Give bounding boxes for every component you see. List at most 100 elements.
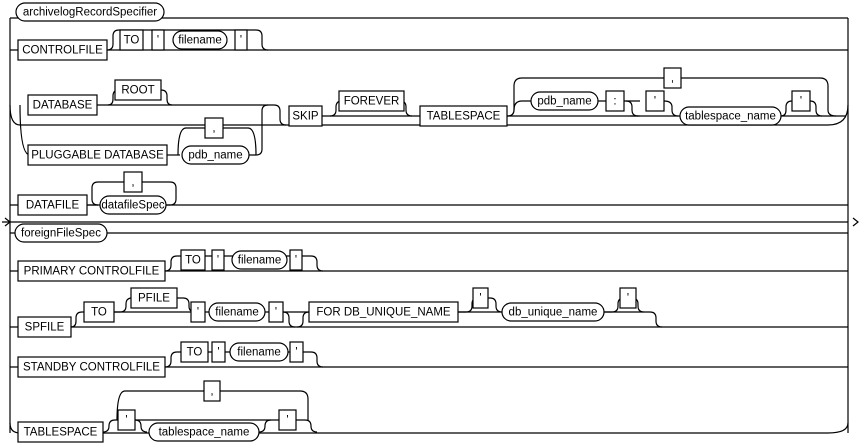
keyword-to: TO [180, 249, 206, 271]
keyword-box [278, 409, 297, 431]
keyword-box [645, 90, 665, 112]
keyword-to: TO [83, 301, 115, 323]
nonterminal-filename: filename [208, 302, 266, 322]
node-label: , [210, 386, 213, 398]
node-label: filename [215, 307, 258, 319]
node-label: DATAFILE [26, 200, 80, 212]
connector-line [663, 100, 679, 117]
node-label: ROOT [121, 85, 154, 97]
nonterminal-pdb-name: pdb_name [181, 145, 250, 165]
node-label: PFILE [138, 293, 170, 305]
connector-line [282, 311, 296, 328]
nonterminal-filename: filename [231, 250, 288, 270]
diagram-nodes: archivelogRecordSpecifierCONTROLFILETO'f… [14, 2, 811, 443]
keyword-box [151, 29, 165, 51]
keyword-quote: ' [211, 249, 225, 271]
node-label: filename [237, 347, 280, 359]
keyword-comma: , [203, 380, 221, 402]
keyword-box [204, 117, 224, 139]
keyword-box [472, 287, 489, 309]
node-label: datafileSpec [101, 200, 165, 212]
keyword-box [619, 287, 637, 309]
keyword-box [27, 144, 168, 166]
node-label: filename [238, 255, 281, 267]
nonterminal-box [231, 250, 288, 270]
keyword-to: TO [180, 341, 209, 363]
node-label: tablespace_name [685, 111, 776, 123]
nonterminal-foreignfilespec: foreignFileSpec [14, 223, 108, 243]
node-label: ' [125, 415, 127, 427]
keyword-comma: , [204, 117, 224, 139]
node-label: FOR DB_UNIQUE_NAME [316, 307, 451, 319]
keyword-database: DATABASE [27, 94, 98, 116]
keyword-box [289, 249, 303, 271]
keyword-root: ROOT [114, 79, 162, 101]
keyword-box [180, 341, 209, 363]
node-label: pdb_name [537, 96, 591, 108]
connector-line [780, 100, 823, 117]
keyword-box [83, 301, 115, 323]
keyword-quote: ' [278, 409, 297, 431]
keyword-box [234, 29, 248, 51]
keyword-box [605, 90, 625, 112]
connector-line [249, 104, 269, 156]
keyword-datafile: DATAFILE [17, 194, 88, 216]
node-label: TO [124, 35, 140, 47]
arrow-right [852, 217, 859, 227]
node-label: ' [275, 307, 277, 319]
keyword-box [268, 301, 284, 323]
keyword-controlfile: CONTROLFILE [17, 39, 108, 61]
node-label: tablespace_name [159, 427, 250, 439]
keyword-box [17, 316, 72, 338]
nonterminal-box [15, 2, 165, 22]
node-label: ' [157, 35, 159, 47]
keyword-quote: ' [619, 287, 637, 309]
keyword-comma: , [123, 171, 143, 193]
keyword-box [119, 29, 144, 51]
keyword-pfile: PFILE [130, 287, 178, 309]
keyword-quote: ' [117, 409, 136, 431]
tablespace-rail [9, 422, 849, 434]
keyword-primary-controlfile: PRIMARY CONTROLFILE [17, 260, 166, 282]
node-label: ' [654, 96, 656, 108]
keyword-box [130, 287, 178, 309]
keyword-skip: SKIP [288, 105, 323, 127]
connector-line [296, 311, 310, 328]
node-label: ' [800, 96, 802, 108]
keyword-to: TO [119, 29, 144, 51]
nonterminal-db-unique-name: db_unique_name [501, 302, 605, 322]
keyword-box [17, 39, 108, 61]
keyword-quote: ' [151, 29, 165, 51]
nonterminal-filename: filename [172, 30, 228, 50]
keyword-box [114, 79, 162, 101]
keyword-box [17, 194, 88, 216]
nonterminal-box [530, 91, 599, 111]
node-label: filename [178, 35, 221, 47]
node-label: , [671, 73, 674, 85]
node-label: CONTROLFILE [22, 45, 103, 57]
node-label: PLUGGABLE DATABASE [31, 150, 164, 162]
connector-line [513, 100, 640, 111]
keyword-quote: ' [211, 341, 226, 363]
keyword-box [338, 90, 405, 112]
keyword-tablespace: TABLESPACE [419, 105, 508, 127]
keyword-box [419, 105, 508, 127]
nonterminal-box [14, 223, 108, 243]
keyword-colon: : [605, 90, 625, 112]
node-label: ' [295, 255, 297, 267]
nonterminal-box [208, 302, 266, 322]
keyword-box [117, 409, 136, 431]
node-label: TO [185, 255, 201, 267]
node-label: TABLESPACE [427, 111, 501, 123]
node-label: ' [197, 307, 199, 319]
nonterminal-tablespace-name: tablespace_name [679, 106, 782, 126]
node-label: : [613, 96, 616, 108]
keyword-standby-controlfile: STANDBY CONTROLFILE [17, 356, 166, 378]
nonterminal-box [229, 342, 289, 362]
keyword-quote: ' [289, 341, 304, 363]
node-label: foreignFileSpec [21, 228, 101, 240]
node-label: PRIMARY CONTROLFILE [24, 266, 160, 278]
datafile-loop [91, 181, 177, 206]
connector-line [625, 100, 639, 117]
node-label: ' [295, 347, 297, 359]
